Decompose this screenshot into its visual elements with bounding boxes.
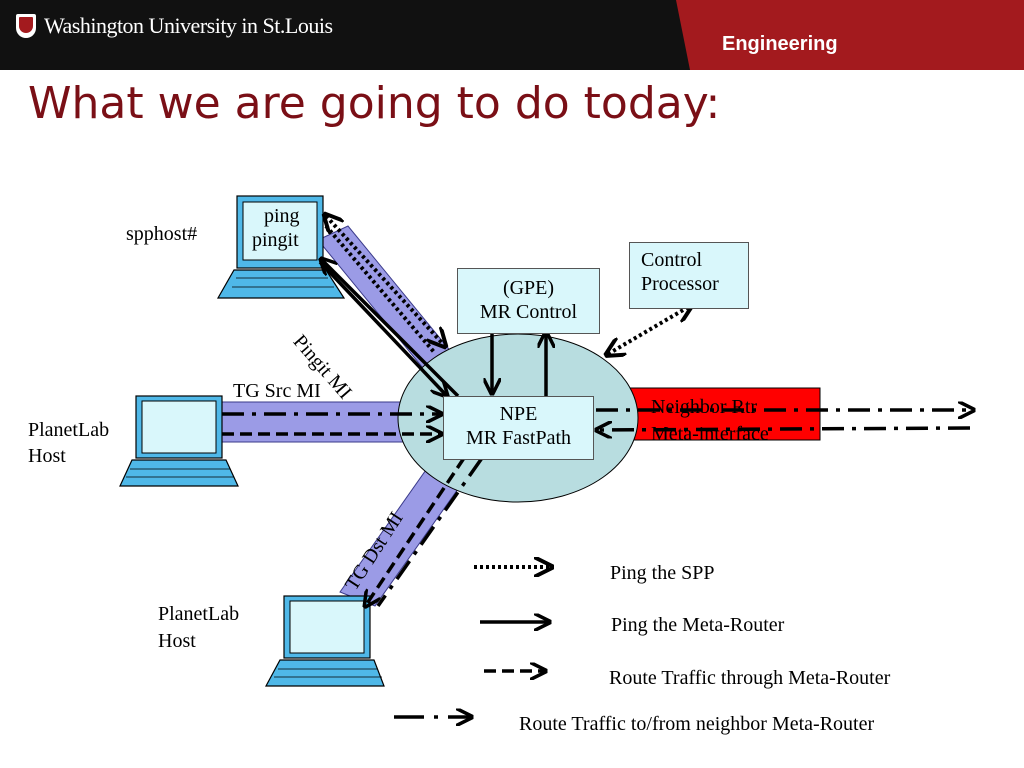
computer-planetlab2-icon xyxy=(264,595,385,687)
arrow-tg-dst-dashed xyxy=(366,457,466,605)
department-name: Engineering xyxy=(722,33,838,55)
tg-src-mi-label: TG Src MI xyxy=(233,380,321,402)
arrow-ping-mr-2 xyxy=(322,260,460,398)
arrow-neighbor-in xyxy=(598,428,971,430)
header-red-panel xyxy=(690,0,1024,70)
university-name: Washington University in St.Louis xyxy=(44,13,333,38)
legend-label-ping-spp: Ping the SPP xyxy=(610,562,715,584)
gpe-label-2: MR Control xyxy=(479,301,578,323)
slide-title: What we are going to do today: xyxy=(28,78,721,129)
arrow-ping-spp xyxy=(326,216,444,345)
npe-label-2: MR FastPath xyxy=(465,427,572,449)
spphost-label: spphost# xyxy=(126,223,198,245)
spphost-screen-text-2: pingit xyxy=(252,229,299,251)
arrow-tg-dst-dashdot xyxy=(376,456,484,608)
legend-label-route-neighbor: Route Traffic to/from neighbor Meta-Rout… xyxy=(519,713,875,735)
header-red-slant xyxy=(676,0,690,70)
planetlab2-label-1: PlanetLab xyxy=(158,603,240,625)
spphost-screen-text-1: ping xyxy=(264,205,300,227)
npe-label-1: NPE xyxy=(499,403,538,425)
control-label-1: Control xyxy=(641,249,703,271)
npe-box: NPE MR FastPath xyxy=(443,396,594,460)
legend-label-ping-mr: Ping the Meta-Router xyxy=(611,614,785,636)
arrow-ping-spp-2 xyxy=(324,224,436,354)
arrow-ping-control xyxy=(608,306,690,354)
gpe-label-1: (GPE) xyxy=(502,277,555,299)
control-processor-box: Control Processor xyxy=(629,242,749,309)
computer-planetlab1-icon xyxy=(119,395,239,487)
gpe-box: (GPE) MR Control xyxy=(457,268,600,334)
computer-spphost-icon xyxy=(216,195,346,299)
arrow-ping-mr-1 xyxy=(318,260,446,395)
planetlab1-label-1: PlanetLab xyxy=(28,419,110,441)
planetlab2-label-2: Host xyxy=(158,630,196,652)
neighbor-rtr-label-2: Meta-interface xyxy=(651,423,769,445)
neighbor-rtr-label-1: Neighbor Rtr xyxy=(651,396,758,418)
university-seal-icon xyxy=(16,14,36,38)
legend-label-route-through: Route Traffic through Meta-Router xyxy=(609,667,891,689)
planetlab1-label-2: Host xyxy=(28,445,66,467)
control-label-2: Processor xyxy=(641,273,719,295)
